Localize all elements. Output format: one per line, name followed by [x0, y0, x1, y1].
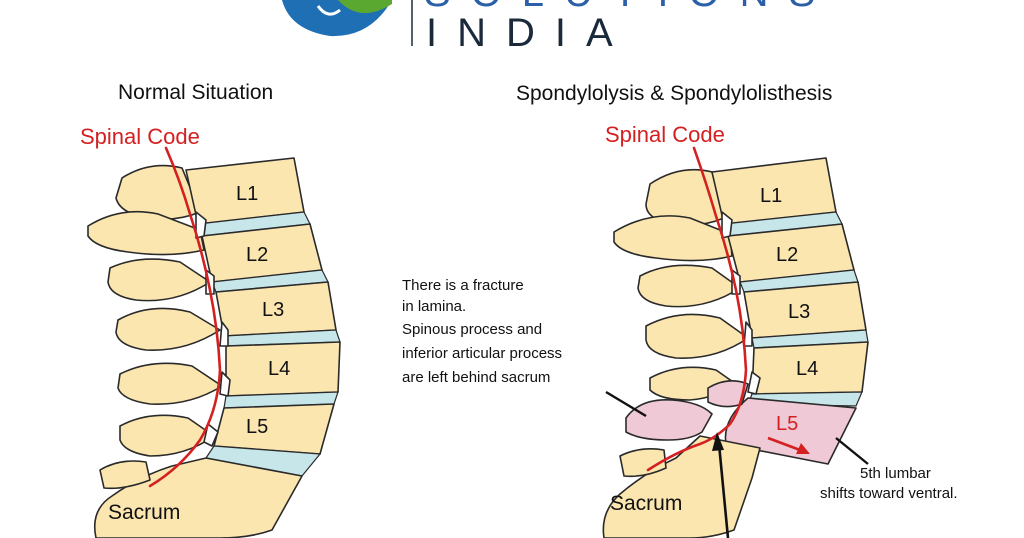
brand-partial-text: SOLUTIONS — [424, 0, 835, 15]
brand-country-text: INDIA — [426, 11, 633, 55]
fracture-pointer-arrow-icon — [712, 432, 730, 538]
normal-sacrum-label: Sacrum — [108, 501, 180, 524]
fracture-note-line-3: Spinous process and — [402, 321, 542, 338]
fracture-note: There is a fracture in lamina. Spinous p… — [402, 277, 562, 386]
spondylolisthesis-label-l5: L5 — [776, 413, 798, 435]
fracture-leader-line — [605, 390, 647, 418]
fracture-note-line-1: There is a fracture — [402, 277, 524, 294]
spondylolisthesis-label-l2: L2 — [776, 244, 798, 266]
normal-label-l1: L1 — [236, 183, 258, 205]
shift-note: 5th lumbar shifts toward ventral. — [820, 465, 958, 502]
normal-label-l5: L5 — [246, 416, 268, 438]
spondylolisthesis-posterior-elements — [613, 168, 749, 401]
fracture-note-line-5: are left behind sacrum — [402, 369, 550, 386]
normal-spine-panel: Normal Situation Spinal Code — [80, 81, 341, 538]
fracture-note-line-4: inferior articular process — [402, 345, 562, 362]
spondylolisthesis-label-l1: L1 — [760, 185, 782, 207]
spondylolisthesis-cord-label: Spinal Code — [605, 122, 725, 147]
ventral-shift-arrow-icon — [767, 436, 810, 454]
shift-note-line-2: shifts toward ventral. — [820, 485, 958, 502]
normal-cord-label: Spinal Code — [80, 124, 200, 149]
normal-spinal-cord — [148, 146, 222, 488]
detached-lamina-fragment — [625, 399, 713, 441]
shift-leader-line — [835, 437, 869, 465]
normal-label-l4: L4 — [268, 358, 290, 380]
normal-label-l3: L3 — [262, 299, 284, 321]
brand-logo: SOLUTIONS INDIA — [282, 0, 835, 55]
spondylolisthesis-spinal-cord — [646, 146, 748, 472]
normal-label-l2: L2 — [246, 244, 268, 266]
normal-posterior-elements — [87, 164, 223, 457]
spondylolisthesis-panel: Spondylolysis & Spondylolisthesis Spinal… — [402, 82, 958, 538]
shift-note-line-1: 5th lumbar — [860, 465, 931, 482]
normal-title: Normal Situation — [118, 81, 273, 104]
logo-leaf-icon — [338, 0, 392, 14]
spondylolisthesis-sacrum-label: Sacrum — [610, 492, 682, 515]
spondylolisthesis-label-l4: L4 — [796, 358, 818, 380]
spondylolisthesis-title: Spondylolysis & Spondylolisthesis — [516, 82, 832, 105]
slipped-l5-pedicle — [707, 380, 749, 408]
fracture-note-line-2: in lamina. — [402, 298, 466, 315]
spondylolisthesis-label-l3: L3 — [788, 301, 810, 323]
normal-facets — [195, 211, 231, 447]
